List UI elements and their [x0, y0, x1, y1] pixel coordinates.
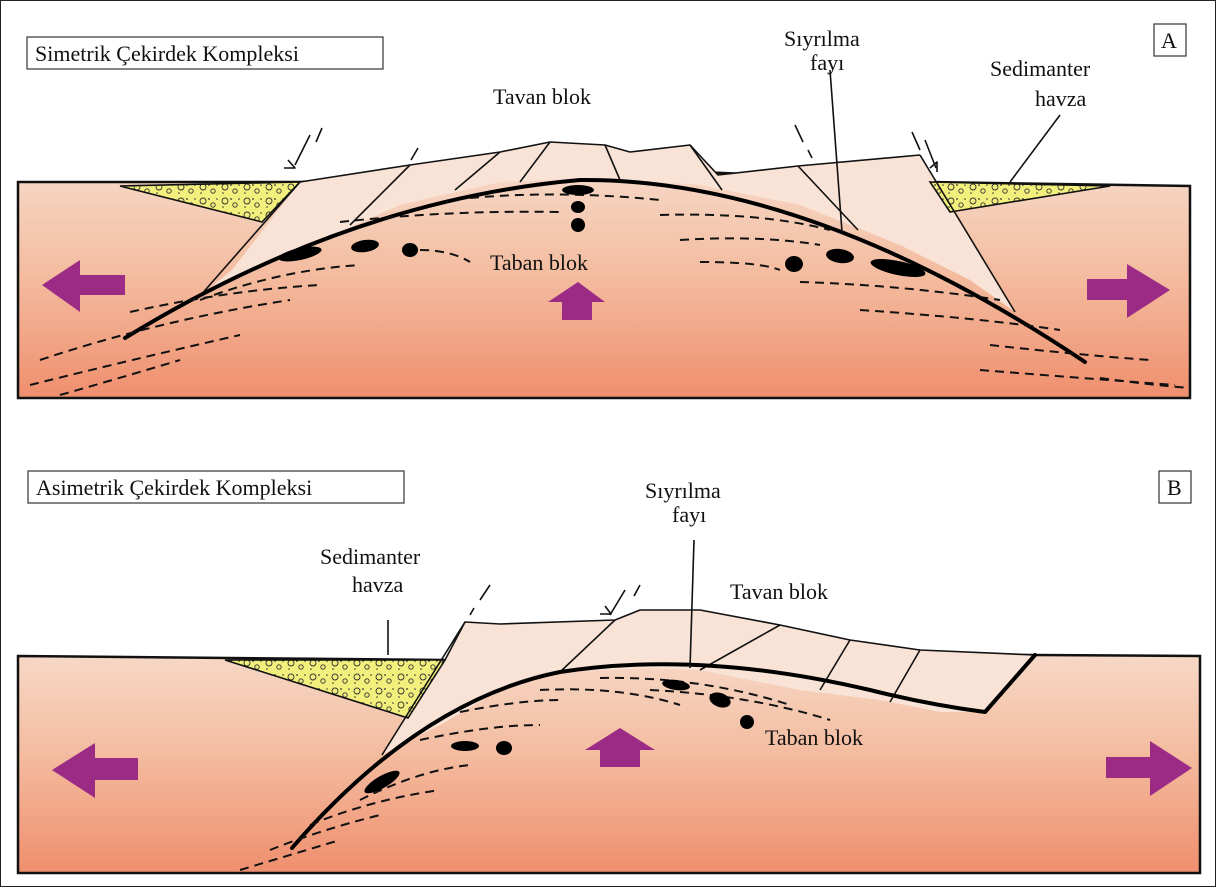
lens-a-7 — [785, 256, 803, 272]
crust-block-a — [18, 172, 1190, 398]
label-siyrilma-b-2: fayı — [672, 502, 706, 527]
fault-tick-3-a — [795, 125, 812, 158]
slip-arrow-left-a — [284, 160, 295, 168]
label-sed-b-2: havza — [352, 572, 404, 597]
label-siyrilma-a-2: fayı — [810, 50, 844, 75]
lens-a-6 — [402, 243, 418, 257]
fault-tick-1-b — [470, 585, 490, 615]
leader-sed-a — [1010, 115, 1060, 182]
label-sed-b-1: Sedimanter — [320, 544, 421, 569]
slip-arrow-b — [600, 606, 611, 614]
label-sed-a-2: havza — [1035, 86, 1087, 111]
lens-b-4 — [451, 741, 479, 751]
label-taban-b: Taban blok — [765, 725, 863, 750]
lens-b-3 — [740, 715, 754, 729]
lens-b-5 — [496, 741, 512, 755]
panel-b: Asimetrik Çekirdek Kompleksi B Tavan blo… — [18, 471, 1200, 873]
panel-a: Simetrik Çekirdek Kompleksi A Tavan blok… — [18, 24, 1190, 398]
title-a: Simetrik Çekirdek Kompleksi — [35, 41, 299, 66]
title-b: Asimetrik Çekirdek Kompleksi — [36, 475, 312, 500]
fault-tick-2-a — [411, 148, 418, 160]
label-taban-a: Taban blok — [490, 250, 588, 275]
fault-tick-2-b — [610, 585, 640, 615]
panel-letter-b: B — [1167, 475, 1182, 500]
lens-a-3 — [571, 218, 585, 232]
label-tavan-b: Tavan blok — [730, 579, 828, 604]
label-siyrilma-b-1: Sıyrılma — [645, 478, 721, 503]
label-sed-a-1: Sedimanter — [990, 56, 1091, 81]
label-tavan-a: Tavan blok — [493, 84, 591, 109]
fault-tick-1-a — [295, 128, 322, 165]
lens-a-2 — [571, 201, 585, 213]
lens-a-1 — [562, 185, 594, 195]
label-siyrilma-a-1: Sıyrılma — [784, 26, 860, 51]
panel-letter-a: A — [1161, 28, 1177, 53]
